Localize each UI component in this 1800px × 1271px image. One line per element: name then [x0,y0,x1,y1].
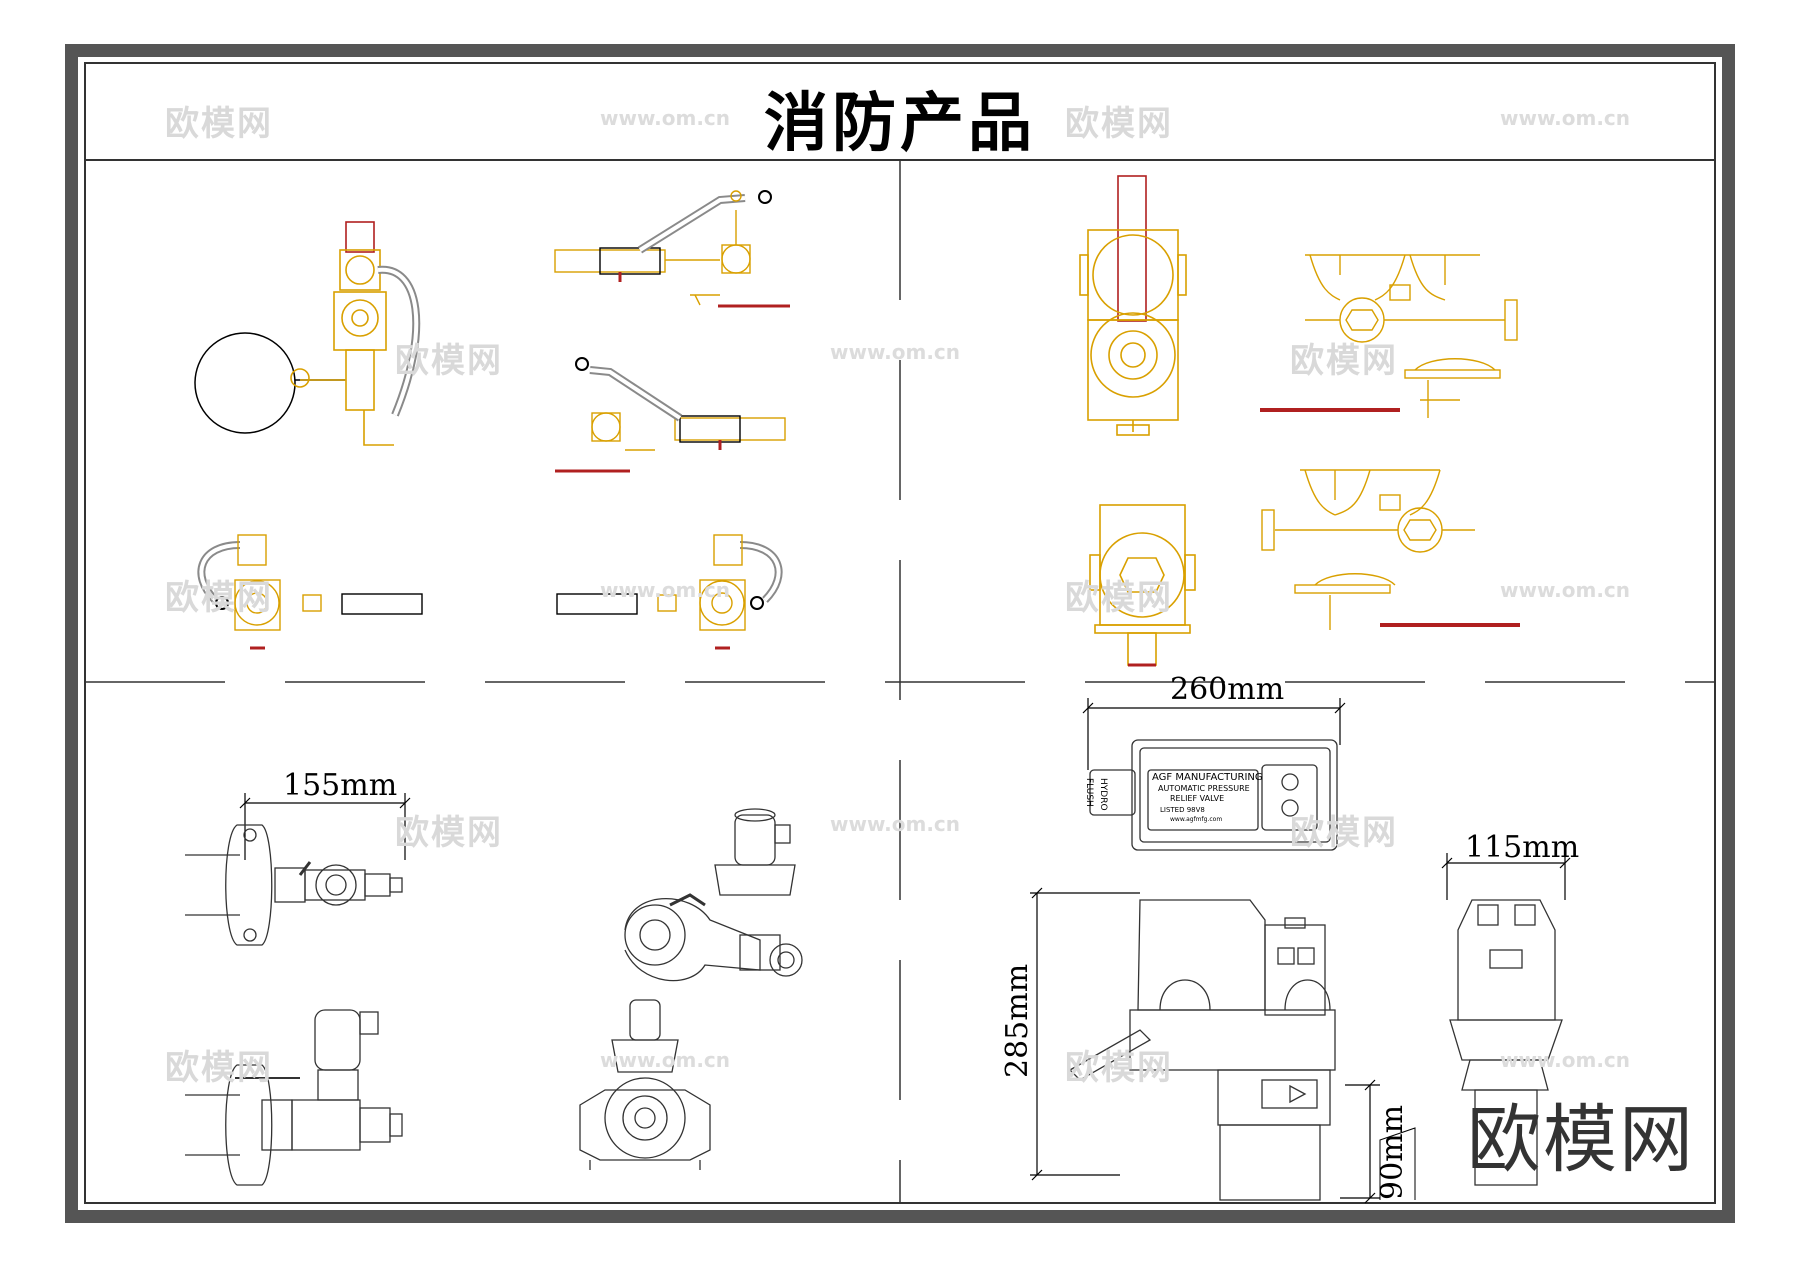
valve-front-small [1089,504,1196,667]
nameplate-line-5: www.agfmfg.com [1170,816,1223,823]
float-valve-front-view [194,221,421,446]
dim-90-line [1340,1079,1416,1204]
valve-elevation-large [1079,175,1187,436]
brand-mark: 欧模网 [1467,1097,1695,1183]
watermark-logo: 欧模网 [165,1048,273,1088]
float-valve-plan-left [197,534,423,650]
relief-valve-side-view [1449,899,1563,1186]
page-title: 消防产品 [764,87,1036,161]
nameplate-line-1: AGF MANUFACTURING [1152,772,1263,783]
valve-plan-right-lower [1261,469,1520,630]
dimension-label-155: 155mm [283,768,398,803]
dim-115-line [1441,853,1571,900]
relief-valve-elevation [1068,899,1336,1201]
watermark-url: www.om.cn [830,812,961,836]
nameplate-line-2: AUTOMATIC PRESSURE [1158,784,1250,793]
nameplate-flush: FLUSH [1084,778,1094,807]
watermark-logo: 欧模网 [1065,1048,1173,1088]
ball-valve-pipe-bottom [185,1009,403,1186]
dim-285-line [1030,887,1140,1181]
watermark-url: www.om.cn [600,106,731,130]
watermark-logo: 欧模网 [165,578,273,618]
dim-260-line [1082,698,1346,770]
float-valve-side-view-top [554,190,790,308]
ball-valve-pipe-top [185,824,403,946]
watermark-url: www.om.cn [600,1048,731,1072]
dimension-label-90: 90mm [1375,1104,1410,1200]
relief-valve-top-view [1089,739,1338,851]
dimension-label-260: 260mm [1170,672,1285,707]
watermark-url: www.om.cn [830,340,961,364]
watermark-logo: 欧模网 [395,813,503,853]
valve-plan-right-upper [1260,254,1518,418]
watermark-url: www.om.cn [1500,578,1631,602]
float-valve-side-view-bottom [555,357,786,473]
watermark-logo: 欧模网 [1290,341,1398,381]
watermark-logo: 欧模网 [395,341,503,381]
float-valve-plan-right [556,534,783,650]
watermark-logo: 欧模网 [1065,578,1173,618]
air-vent-valve-iso-top [624,808,803,982]
watermark-logo: 欧模网 [1065,104,1173,144]
watermark-logo: 欧模网 [1290,813,1398,853]
watermark-url: www.om.cn [1500,1048,1631,1072]
dimension-label-285: 285mm [1000,963,1035,1078]
outer-frame [66,45,1734,1222]
nameplate-hydro: HYDRO [1098,778,1108,811]
watermark-url: www.om.cn [600,578,731,602]
watermark-url: www.om.cn [1500,106,1631,130]
dim-155-line [239,793,411,860]
watermark-logo: 欧模网 [165,104,273,144]
dimension-label-115: 115mm [1465,830,1580,865]
nameplate-line-4: LISTED 98V8 [1160,806,1205,814]
nameplate-line-3: RELIEF VALVE [1170,794,1225,803]
air-vent-valve-front-bottom [579,999,711,1170]
